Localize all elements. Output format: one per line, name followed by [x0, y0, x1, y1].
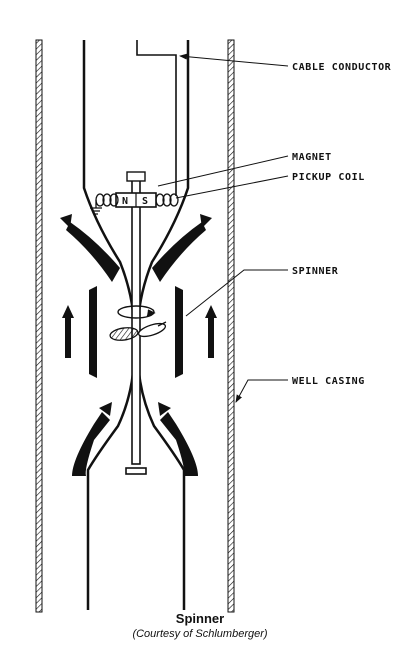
- caption-subtitle: (Courtesy of Schlumberger): [132, 628, 268, 640]
- pickup-coil: [90, 193, 179, 215]
- label-cable-conductor: CABLE CONDUCTOR: [292, 62, 392, 73]
- spinner-blades: [109, 321, 167, 341]
- spinner-shaft: [125, 171, 147, 475]
- label-magnet: MAGNET: [292, 152, 332, 163]
- magnet: N S: [115, 192, 157, 208]
- flow-arrows: [60, 214, 217, 476]
- label-well-casing: WELL CASING: [292, 376, 365, 387]
- flow-deflector-plates: [89, 286, 183, 378]
- well-casing-left: [35, 39, 43, 613]
- caption-title: Spinner: [175, 611, 225, 626]
- label-pickup-coil: PICKUP COIL: [292, 172, 365, 183]
- cable-conductor-line: [136, 40, 177, 196]
- well-casing-right: [227, 39, 235, 613]
- leader-lines: [157, 53, 289, 403]
- spinner-rotation-arrow: [117, 305, 156, 319]
- magnet-n-label: N: [122, 196, 129, 207]
- label-spinner: SPINNER: [292, 266, 339, 277]
- magnet-s-label: S: [142, 196, 149, 207]
